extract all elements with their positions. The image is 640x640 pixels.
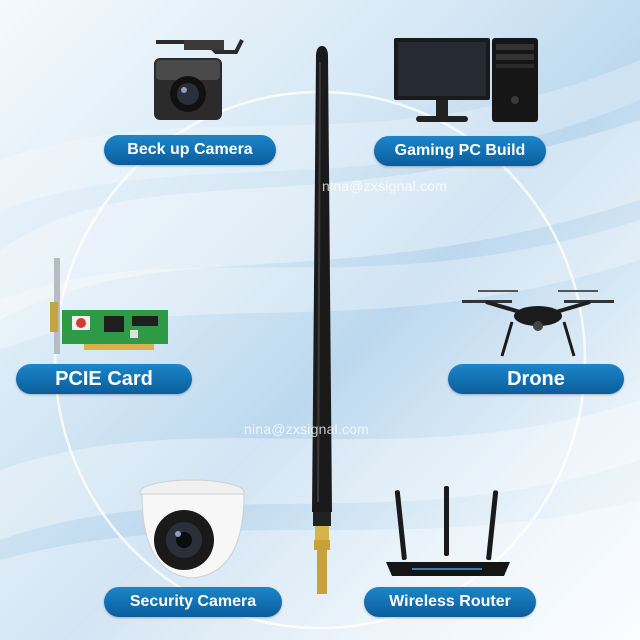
security-camera-label: Security Camera xyxy=(104,587,282,617)
gaming-pc-text: Gaming PC Build xyxy=(394,142,526,159)
drone-text: Drone xyxy=(507,367,565,390)
watermark: nina@zxsignal.com xyxy=(244,421,369,437)
backup-camera-text: Beck up Camera xyxy=(127,141,253,158)
security-camera-icon xyxy=(139,479,245,579)
gaming-pc-label: Gaming PC Build xyxy=(374,136,546,166)
watermark: nina@zxsignal.com xyxy=(322,178,447,194)
pcie-card-text: PCIE Card xyxy=(55,367,153,390)
drone-label: Drone xyxy=(448,364,624,394)
wireless-router-text: Wireless Router xyxy=(389,593,511,610)
security-camera-text: Security Camera xyxy=(129,593,257,610)
pcie-card-label: PCIE Card xyxy=(16,364,192,394)
desktop-pc-icon xyxy=(394,38,538,122)
pcie-card-icon xyxy=(50,258,168,354)
wireless-router-label: Wireless Router xyxy=(364,587,536,617)
backup-camera-label: Beck up Camera xyxy=(104,135,276,165)
wireless-router-icon xyxy=(386,486,510,576)
antenna-icon xyxy=(312,46,332,594)
drone-icon xyxy=(462,290,614,357)
backup-camera-icon xyxy=(154,39,244,120)
